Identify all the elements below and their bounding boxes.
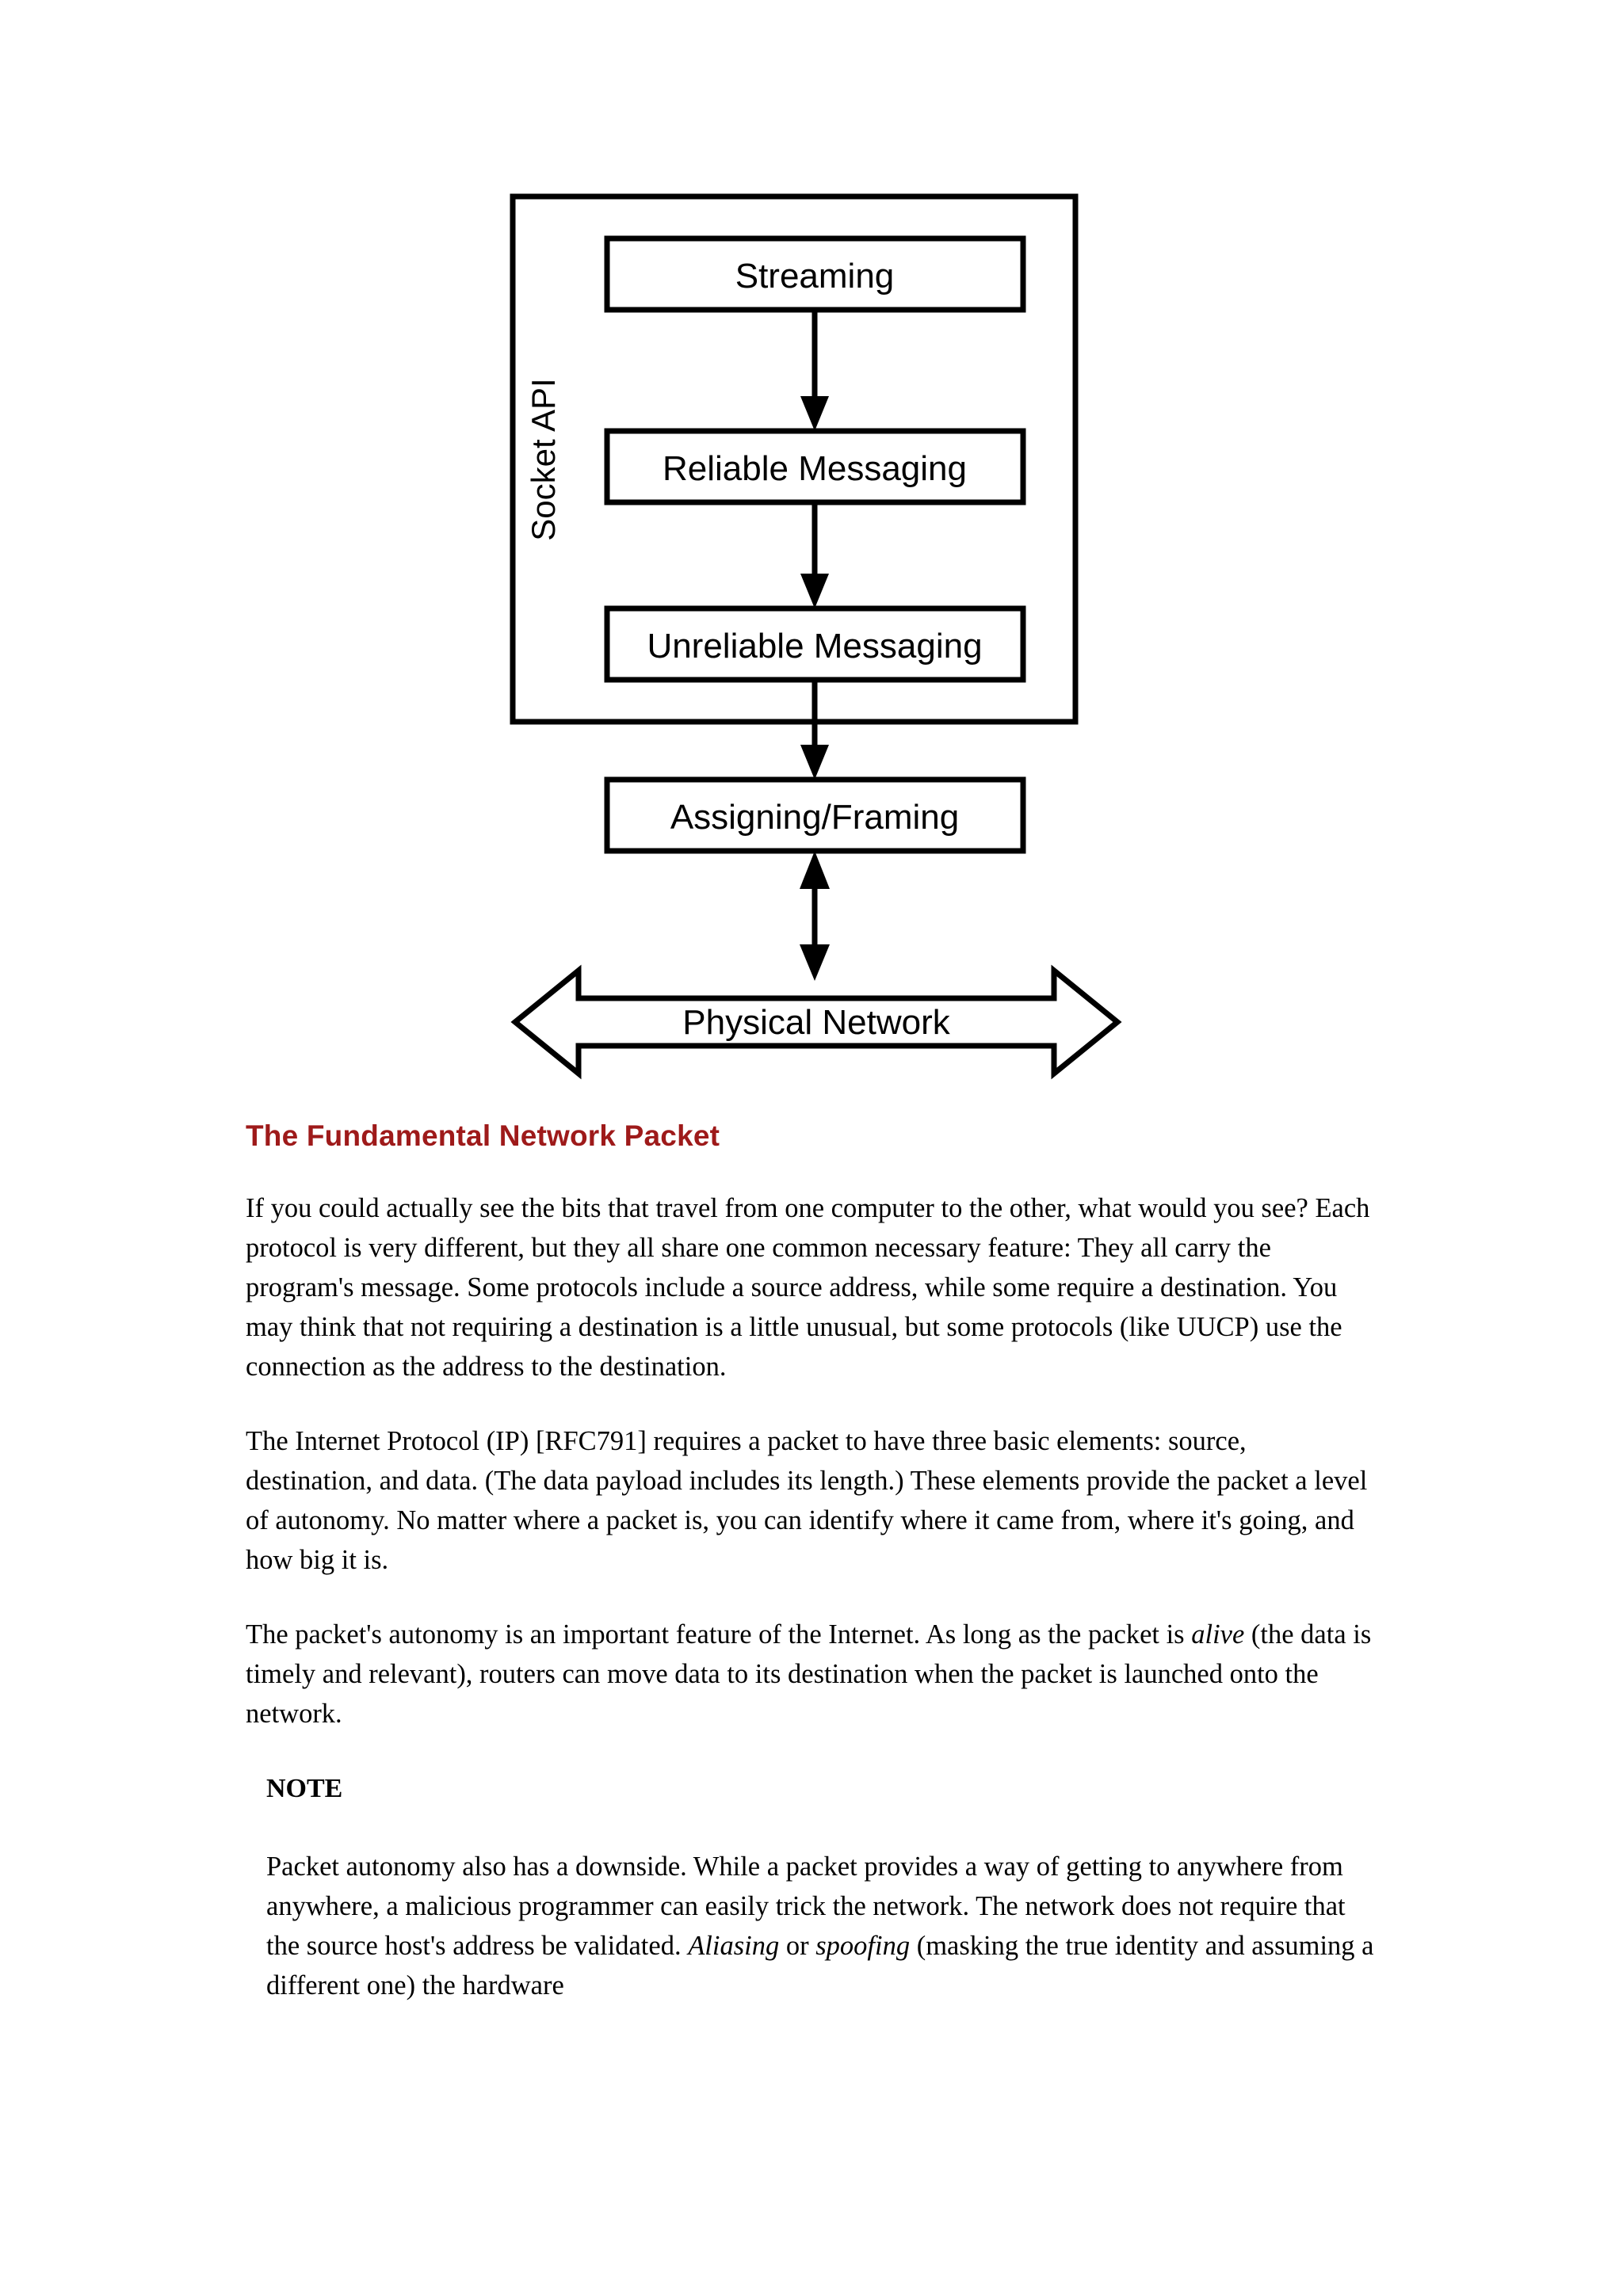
arrow-streaming-to-reliable (800, 310, 829, 431)
arrow-assigning-to-physical-bidirectional (800, 851, 830, 981)
note-emphasis-aliasing: Aliasing (688, 1931, 780, 1962)
page-title: The Fundamental Network Packet (246, 1119, 720, 1152)
note-emphasis-spoofing: spoofing (815, 1931, 911, 1962)
physical-network-label: Physical Network (682, 1003, 950, 1042)
reliable-messaging-box-label: Reliable Messaging (663, 449, 967, 488)
paragraph-1: If you could actually see the bits that … (246, 1193, 1370, 1383)
assigning-framing-box (604, 776, 1026, 854)
paragraph-2: The Internet Protocol (IP) [RFC791] requ… (246, 1426, 1368, 1576)
reliable-messaging-box (604, 428, 1026, 505)
paragraph-3-part2: (the data is timely and relevant), route… (246, 1619, 1372, 1730)
arrow-unreliable-to-assigning (800, 680, 829, 780)
assigning-framing-box-label: Assigning/Framing (670, 798, 959, 837)
arrow-reliable-to-unreliable (800, 502, 829, 608)
note-part3: (masking the true identity and assuming … (266, 1931, 1374, 2001)
note-part1: Packet autonomy also has a downside. Whi… (266, 1852, 1346, 1962)
paragraph-3: The packet's autonomy is an important fe… (246, 1615, 1379, 1733)
note-paragraph: Packet autonomy also has a downside. Whi… (266, 1847, 1379, 2005)
article-body: The Fundamental Network Packet If you co… (246, 1119, 1379, 2005)
network-stack-figure: Socket API Streaming Reliable Messaging … (475, 158, 1157, 1109)
paragraph-3-emphasis: alive (1191, 1619, 1245, 1650)
physical-network-arrow (510, 964, 1122, 1080)
streaming-box-label: Streaming (735, 257, 895, 296)
note-part2: or (779, 1931, 816, 1962)
socket-api-label: Socket API (525, 378, 562, 540)
note-callout: NOTE Packet autonomy also has a downside… (266, 1773, 1379, 2005)
paragraph-3-part1: The packet's autonomy is an important fe… (246, 1619, 1192, 1650)
note-label: NOTE (266, 1774, 343, 1804)
unreliable-messaging-box-label: Unreliable Messaging (647, 627, 982, 666)
